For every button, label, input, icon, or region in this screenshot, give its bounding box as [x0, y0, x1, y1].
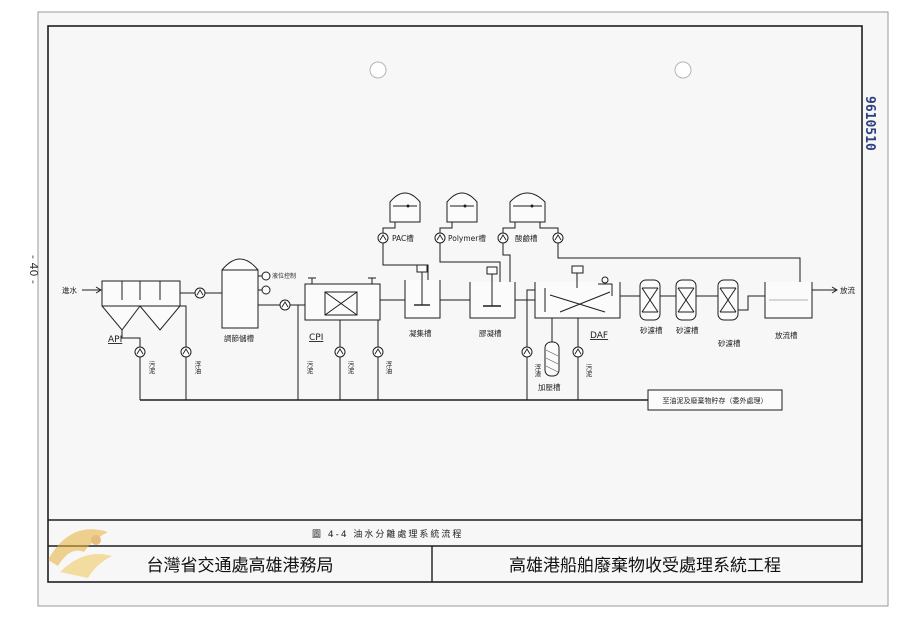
tank-hatching: [545, 349, 559, 373]
figure-caption: 圖 4-4 油水分離處理系統流程: [312, 528, 463, 540]
pressure-tank: [544, 341, 560, 377]
polymer-label: Polymer槽: [448, 233, 486, 243]
coagulation-label: 凝集槽: [409, 328, 432, 338]
page-number: - 40 -: [27, 255, 40, 284]
punch-hole: [369, 61, 387, 79]
process-flow-diagram: 進水 API 污泥 浮油 調節儲槽 液位控制: [62, 192, 855, 411]
stream-label: 浮渣: [533, 363, 541, 379]
pump-icon: [552, 232, 564, 244]
cpi-label: CPI: [309, 333, 323, 343]
inlet-label: 進水: [62, 285, 77, 295]
pac-label: PAC槽: [392, 233, 414, 243]
dosing-line: [382, 222, 396, 233]
effluent-tank: [764, 282, 813, 319]
outlet-label: 放流: [840, 285, 855, 295]
acid-dosing-line: [502, 243, 511, 284]
arrow-icon: [95, 286, 102, 294]
logo-watermark: [48, 529, 112, 578]
paper: [37, 11, 889, 607]
equalization-label: 調節儲槽: [224, 333, 254, 343]
stream-label: 浮油: [193, 360, 201, 376]
pump-icon: [279, 299, 291, 311]
pump-icon: [134, 346, 146, 358]
daf-label: DAF: [590, 331, 608, 341]
filter-label: 砂濾槽: [718, 338, 741, 348]
pump-icon: [377, 232, 389, 244]
pump-icon: [334, 346, 346, 358]
pressure-tank-label: 加壓槽: [538, 382, 561, 392]
pump-icon: [180, 346, 192, 358]
dosing-line: [539, 222, 559, 233]
equalization-tank: [221, 258, 259, 329]
acid-dosing-line: [557, 243, 801, 284]
pump-icon: [572, 346, 584, 358]
punch-hole: [674, 61, 692, 79]
filter-label: 砂濾槽: [676, 325, 699, 335]
disposal-label: 至油泥及廢棄物貯存（委外處理）: [663, 396, 768, 405]
polymer-tank: [446, 192, 478, 223]
flocculation-label: 膠凝槽: [479, 328, 502, 338]
agency-title: 台灣省交通處高雄港務局: [147, 556, 334, 576]
sand-filter-2: [675, 279, 697, 321]
stream-label: 浮油: [384, 360, 392, 376]
acid-base-label: 酸鹼槽: [515, 233, 538, 243]
api-separator: [101, 280, 181, 331]
api-label: API: [108, 335, 122, 345]
pac-tank: [389, 192, 421, 223]
drawing-frame: [47, 25, 863, 583]
arrow-icon: [831, 286, 838, 294]
stream-label: 污泥: [305, 361, 313, 376]
document-id: 9610510: [862, 96, 877, 151]
pump-icon: [434, 232, 446, 244]
sand-filter-3: [717, 279, 739, 321]
pump-icon: [497, 232, 509, 244]
cpi-separator: [304, 277, 381, 321]
coagulation-tank: [404, 264, 441, 319]
polymer-dosing-line: [439, 243, 501, 284]
acid-base-tank: [509, 192, 546, 223]
pump-icon: [194, 287, 206, 299]
pump-icon: [372, 346, 384, 358]
stream-label: 污泥: [147, 361, 155, 376]
pump-icon: [521, 346, 533, 358]
dosing-line: [502, 222, 516, 233]
level-switch-icon: [261, 285, 271, 295]
dosing-line: [439, 222, 453, 233]
level-switch-icon: [261, 271, 271, 281]
sand-filter-1: [639, 279, 661, 321]
pac-dosing-line: [382, 243, 429, 282]
project-title: 高雄港船舶廢棄物收受處理系統工程: [509, 556, 781, 576]
api-oil-line: [176, 305, 187, 347]
api-sludge-line: [121, 330, 141, 347]
stream-label: 污泥: [584, 364, 592, 379]
daf-scum-line: [526, 289, 535, 347]
flocculation-tank: [469, 266, 516, 319]
pipe: [738, 295, 765, 311]
stream-label: 污泥: [346, 361, 354, 376]
effluent-tank-label: 放流槽: [775, 330, 798, 340]
disposal-box: [647, 389, 783, 411]
filter-label: 砂濾槽: [640, 325, 663, 335]
level-control-label: 液位控制: [272, 272, 296, 280]
